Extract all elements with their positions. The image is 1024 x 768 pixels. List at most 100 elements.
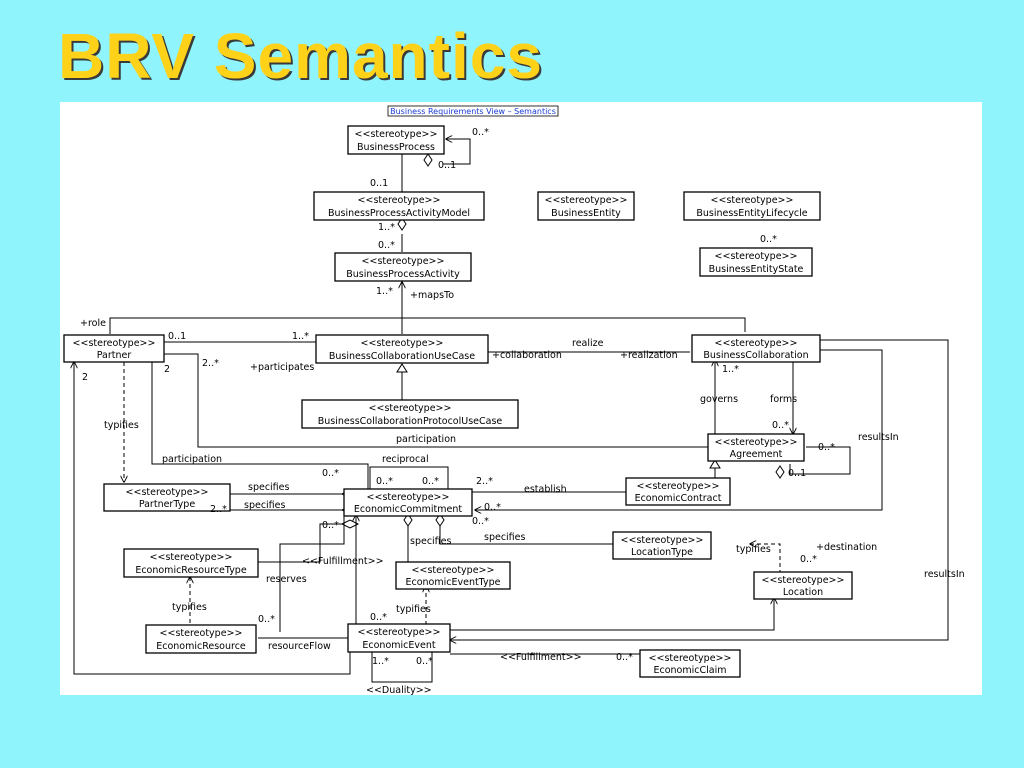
association-label: specifies	[484, 532, 526, 543]
association-label: typifies	[736, 544, 771, 555]
stereotype-label: <<stereotype>>	[355, 129, 438, 140]
class-name: BusinessCollaborationProtocolUseCase	[318, 416, 503, 427]
role-label: +participates	[250, 362, 314, 373]
class-box-business-process: <<stereotype>> BusinessProcess	[347, 125, 445, 155]
class-name: EconomicResourceType	[135, 565, 247, 576]
stereotype-label: <<stereotype>>	[649, 653, 732, 664]
stereotype-label: <<stereotype>>	[762, 575, 845, 586]
multiplicity-label: 0..1	[168, 331, 186, 342]
class-box-business-process-activity-model: <<stereotype>> BusinessProcessActivityMo…	[313, 191, 485, 221]
class-box-business-collaboration-protocol-use-case: <<stereotype>> BusinessCollaborationProt…	[301, 399, 519, 429]
stereotype-label: <<stereotype>>	[715, 338, 798, 349]
class-box-business-collaboration: <<stereotype>> BusinessCollaboration	[691, 334, 821, 363]
multiplicity-label: 0..*	[416, 656, 433, 667]
class-name: EconomicEventType	[405, 577, 500, 588]
association-label: specifies	[244, 500, 286, 511]
class-box-economic-contract: <<stereotype>> EconomicContract	[625, 477, 731, 506]
multiplicity-label: 0..*	[322, 468, 339, 479]
association-label: resultsIn	[924, 569, 965, 580]
multiplicity-label: 1..*	[378, 222, 395, 233]
multiplicity-label: 1..*	[722, 364, 739, 375]
diagram-frame-title: Business Requirements View – Semantics	[390, 107, 556, 116]
association-label: specifies	[410, 536, 452, 547]
class-name: PartnerType	[139, 499, 196, 510]
multiplicity-label: 0..*	[472, 516, 489, 527]
uml-class-diagram: Business Requirements View – Semantics	[63, 105, 965, 695]
class-box-economic-resource-type: <<stereotype>> EconomicResourceType	[123, 548, 259, 578]
association-label: resourceFlow	[268, 641, 331, 652]
multiplicity-label: 0..*	[378, 240, 395, 251]
stereotype-label: <<stereotype>>	[545, 195, 628, 206]
multiplicity-label: 1..*	[376, 286, 393, 297]
stereotype-label: <<stereotype>>	[126, 487, 209, 498]
stereotype-label: <<stereotype>>	[369, 403, 452, 414]
stereotype-label: <<stereotype>>	[715, 437, 798, 448]
association-label: establish	[524, 484, 567, 495]
role-label: +realization	[620, 350, 678, 361]
class-box-agreement: <<stereotype>> Agreement	[707, 433, 805, 462]
stereotype-label: <<stereotype>>	[362, 256, 445, 267]
class-name: BusinessProcessActivityModel	[328, 208, 470, 219]
class-name: Partner	[97, 350, 132, 361]
class-name: LocationType	[631, 547, 693, 558]
multiplicity-label: 0..1	[438, 160, 456, 171]
uml-diagram-panel: Business Requirements View – Semantics	[60, 102, 982, 695]
stereotype-label: <<stereotype>>	[150, 552, 233, 563]
class-box-partner: <<stereotype>> Partner	[63, 334, 165, 363]
class-box-economic-commitment: <<stereotype>> EconomicCommitment	[343, 488, 473, 517]
class-box-economic-event-type: <<stereotype>> EconomicEventType	[395, 561, 511, 590]
association-label: forms	[770, 394, 797, 405]
class-name: EconomicEvent	[362, 640, 435, 651]
role-label: +collaboration	[492, 350, 562, 361]
role-label: +mapsTo	[410, 290, 454, 301]
multiplicity-label: 0..*	[484, 502, 501, 513]
multiplicity-label: 0..*	[422, 476, 439, 487]
role-label: +destination	[816, 542, 877, 553]
class-box-business-entity: <<stereotype>> BusinessEntity	[537, 191, 635, 221]
multiplicity-label: 0..*	[760, 234, 777, 245]
stereotype-label: <<stereotype>>	[358, 627, 441, 638]
multiplicity-label: 2	[164, 364, 170, 375]
multiplicity-label: 0..*	[800, 554, 817, 565]
class-name: EconomicClaim	[654, 665, 727, 676]
association-labels: 0..* 0..1 0..1 1..* 0..* 0..* 1..* +maps…	[80, 127, 965, 695]
multiplicity-label: 0..1	[788, 468, 806, 479]
stereotype-label: <<stereotype>>	[73, 338, 156, 349]
multiplicity-label: 2..*	[476, 476, 493, 487]
association-label: reserves	[266, 574, 307, 585]
class-name: EconomicCommitment	[354, 504, 462, 515]
class-box-economic-event: <<stereotype>> EconomicEvent	[347, 623, 451, 653]
multiplicity-label: 1..*	[372, 656, 389, 667]
association-label: typifies	[396, 604, 431, 615]
multiplicity-label: 2	[82, 372, 88, 383]
class-box-economic-resource: <<stereotype>> EconomicResource	[145, 624, 257, 654]
class-box-economic-claim: <<stereotype>> EconomicClaim	[639, 649, 741, 678]
class-name: Location	[783, 587, 823, 598]
multiplicity-label: 1..*	[292, 331, 309, 342]
stereotype-label: <<stereotype>>	[412, 565, 495, 576]
class-box-partner-type: <<stereotype>> PartnerType	[103, 483, 231, 512]
multiplicity-label: 0..*	[370, 612, 387, 623]
association-label: reciprocal	[382, 454, 429, 465]
multiplicity-label: 0..*	[258, 614, 275, 625]
diagram-frame-title-box	[387, 105, 559, 117]
association-label: governs	[700, 394, 738, 405]
class-box-business-entity-state: <<stereotype>> BusinessEntityState	[699, 247, 813, 277]
class-box-location: <<stereotype>> Location	[753, 571, 853, 600]
stereotype-label: <<stereotype>>	[358, 195, 441, 206]
multiplicity-label: 0..1	[370, 178, 388, 189]
class-box-business-process-activity: <<stereotype>> BusinessProcessActivity	[334, 252, 472, 282]
multiplicity-label: 2..*	[202, 358, 219, 369]
class-name: BusinessProcess	[357, 142, 435, 153]
class-name: BusinessProcessActivity	[346, 269, 460, 280]
multiplicity-label: 2..*	[210, 504, 227, 515]
stereotype-label: <<stereotype>>	[367, 492, 450, 503]
stereotype-label: <<stereotype>>	[711, 195, 794, 206]
connector-lines	[74, 139, 949, 683]
class-box-location-type: <<stereotype>> LocationType	[612, 531, 712, 560]
stereotype-label: <<stereotype>>	[160, 628, 243, 639]
association-label: realize	[572, 338, 604, 349]
class-name: BusinessEntity	[551, 208, 621, 219]
association-label: participation	[162, 454, 222, 465]
association-label: participation	[396, 434, 456, 445]
